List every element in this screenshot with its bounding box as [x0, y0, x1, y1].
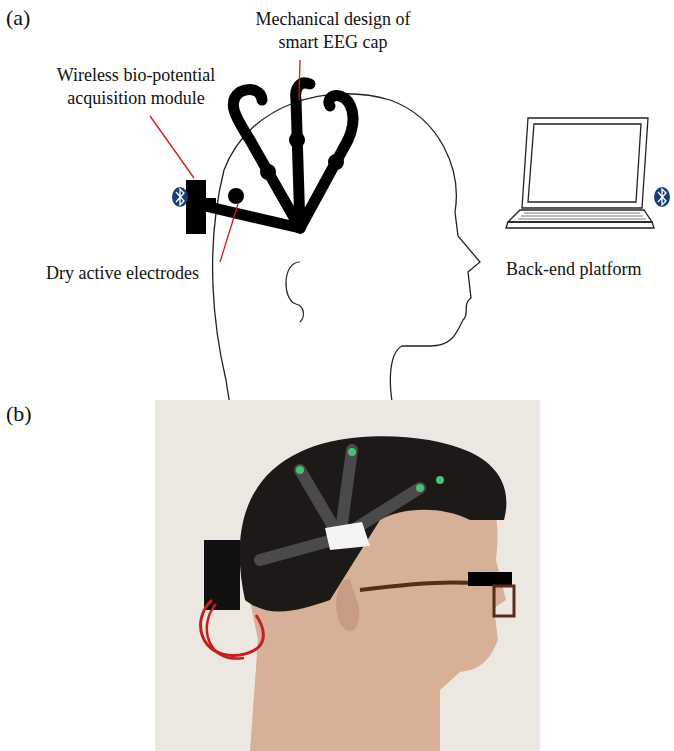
part-label: Back-end platform — [506, 258, 641, 281]
ear-outline — [286, 262, 304, 322]
acquisition-module — [186, 180, 216, 234]
bluetooth-icon — [172, 187, 188, 207]
photo — [155, 400, 540, 751]
eeg-cap — [205, 83, 353, 228]
part-label: Wireless bio-potential acquisition modul… — [36, 64, 236, 111]
part-label: Mechanical design of smart EEG cap — [248, 8, 418, 55]
electrode-joint — [228, 132, 344, 204]
panel-label: (b) — [6, 400, 32, 429]
bluetooth-icon — [654, 187, 670, 207]
laptop-icon — [506, 118, 654, 228]
panel-label: (a) — [6, 4, 30, 33]
part-label: Dry active electrodes — [46, 262, 199, 285]
